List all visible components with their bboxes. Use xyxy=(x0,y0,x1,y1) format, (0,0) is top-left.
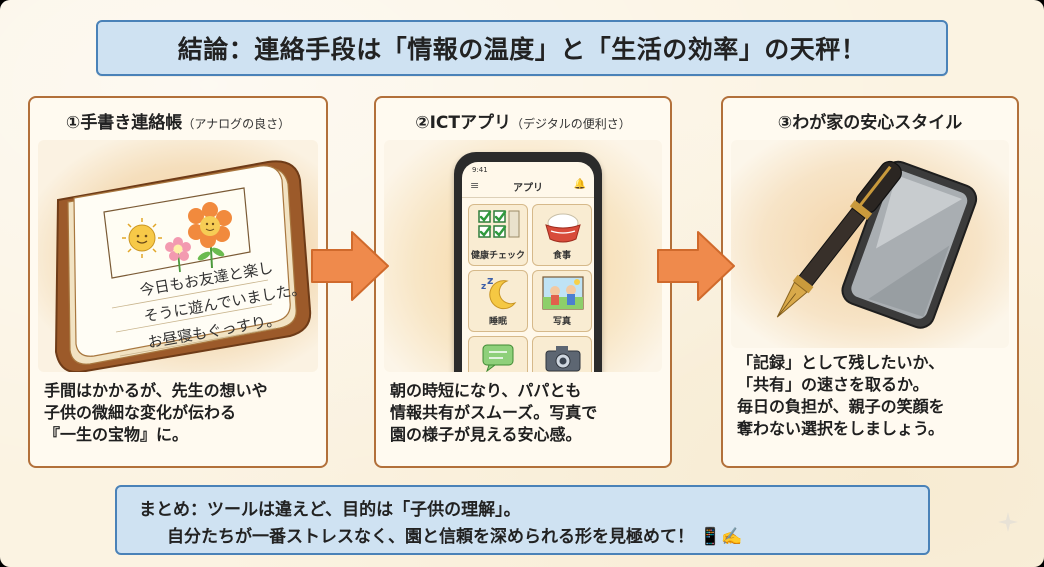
panel-3-body: 「記録」として残したいか、 「共有」の速さを取るか。 毎日の負担が、親子の笑顔を… xyxy=(737,352,1007,440)
svg-text:z: z xyxy=(487,275,493,287)
tile-sleep: z z 睡眠 xyxy=(468,270,528,332)
checklist-icon xyxy=(478,210,520,238)
tile-photo: 写真 xyxy=(532,270,592,332)
tile-photo-label: 写真 xyxy=(552,317,571,327)
panel-2-header: ②ICTアプリ（デジタルの便利さ） xyxy=(376,108,670,133)
panel-1-body: 手間はかかるが、先生の想いや 子供の微細な変化が伝わる 『一生の宝物』に。 xyxy=(44,380,316,446)
rice-bowl-icon xyxy=(545,213,581,243)
moon-icon: z z xyxy=(481,275,517,310)
app-title: アプリ xyxy=(513,183,543,194)
phone-and-writing-icon: 📱✍️ xyxy=(699,527,743,547)
tile-meal: 食事 xyxy=(532,204,592,266)
notebook-illustration: 今日もお友達と楽し そうに遊んでいました。 お昼寝もぐっすり。 xyxy=(38,140,318,372)
panel-1-body-line: 手間はかかるが、先生の想いや xyxy=(44,381,268,400)
panel-1-subheading: （アナログの良さ） xyxy=(182,117,291,131)
right-arrow-icon xyxy=(311,231,389,301)
panel-ict-app: ②ICTアプリ（デジタルの便利さ） 9:41 ≡ アプリ 🔔 xyxy=(374,96,672,468)
panel-1-number: ① xyxy=(65,113,81,133)
summary-line-2: 自分たちが一番ストレスなく、園と信頼を深められる形を見極めて！ 📱✍️ xyxy=(167,522,742,547)
panel-2-number: ② xyxy=(415,113,430,133)
tile-camera xyxy=(532,336,592,372)
hamburger-menu-icon: ≡ xyxy=(470,179,480,192)
summary-line-2-text: 自分たちが一番ストレスなく、園と信頼を深められる形を見極めて！ xyxy=(167,527,694,547)
panel-2-body-line: 園の様子が見える安心感。 xyxy=(390,425,582,444)
summary-line-1: まとめ：ツールは違えど、目的は「子供の理解」。 xyxy=(139,500,521,520)
app-status-time: 9:41 xyxy=(472,166,488,174)
tile-meal-label: 食事 xyxy=(552,251,571,261)
notebook-icon xyxy=(54,160,312,372)
panel-3-body-line: 奪わない選択をしましょう。 xyxy=(737,419,945,438)
panel-1-body-line: 『一生の宝物』に。 xyxy=(44,425,189,444)
app-screen: 9:41 ≡ アプリ 🔔 xyxy=(462,162,594,372)
chat-icon xyxy=(482,344,514,372)
tile-message xyxy=(468,336,528,372)
panel-2-body-line: 情報共有がスムーズ。写真で xyxy=(390,403,598,422)
right-arrow-icon xyxy=(657,231,735,301)
svg-text:z: z xyxy=(481,282,486,292)
fountain-pen-icon xyxy=(776,160,978,329)
panel-3-body-line: 「記録」として残したいか、 xyxy=(737,353,945,372)
panel-3-body-line: 毎日の負担が、親子の笑顔を xyxy=(737,397,945,416)
tile-sleep-label: 睡眠 xyxy=(488,317,507,327)
panel-1-header: ①手書き連絡帳（アナログの良さ） xyxy=(30,108,326,133)
panel-3-number: ③ xyxy=(777,113,793,133)
panel-2-body: 朝の時短になり、パパとも 情報共有がスムーズ。写真で 園の様子が見える安心感。 xyxy=(390,380,660,446)
panel-handwritten-notebook: ①手書き連絡帳（アナログの良さ） xyxy=(28,96,328,468)
camera-icon xyxy=(545,346,581,372)
panel-2-body-line: 朝の時短になり、パパとも xyxy=(390,381,582,400)
panel-3-heading: わが家の安心スタイル xyxy=(792,113,963,133)
tile-health-check-label: 健康チェック xyxy=(470,251,525,261)
smartphone-icon: 9:41 ≡ アプリ 🔔 xyxy=(454,152,602,372)
summary-box: まとめ：ツールは違えど、目的は「子供の理解」。 自分たちが一番ストレスなく、園と… xyxy=(115,485,930,555)
photo-icon xyxy=(542,276,584,310)
panel-1-body-line: 子供の微細な変化が伝わる xyxy=(44,403,237,422)
title-banner: 結論：連絡手段は「情報の温度」と「生活の効率」の天秤！ xyxy=(96,20,948,76)
app-header-bar xyxy=(462,176,594,198)
bell-icon: 🔔 xyxy=(573,179,586,190)
page-title: 結論：連絡手段は「情報の温度」と「生活の効率」の天秤！ xyxy=(177,35,867,64)
sparkle-icon xyxy=(998,512,1018,532)
panel-2-subheading: （デジタルの便利さ） xyxy=(511,117,631,131)
pen-and-phone-illustration xyxy=(731,140,1009,348)
panel-family-style: ③わが家の安心スタイル xyxy=(721,96,1019,468)
panel-2-heading: ICTアプリ xyxy=(429,113,512,133)
panel-1-heading: 手書き連絡帳 xyxy=(80,113,183,133)
app-illustration: 9:41 ≡ アプリ 🔔 xyxy=(384,140,662,372)
panel-3-header: ③わが家の安心スタイル xyxy=(723,108,1017,133)
tile-health-check: 健康チェック xyxy=(468,204,528,266)
panel-3-body-line: 「共有」の速さを取るか。 xyxy=(737,375,929,394)
